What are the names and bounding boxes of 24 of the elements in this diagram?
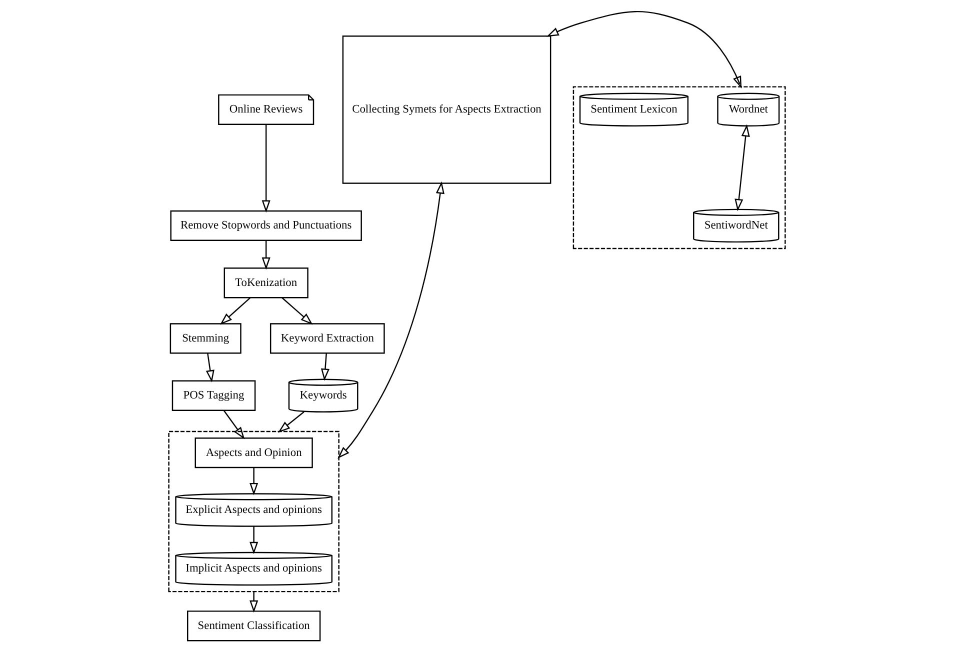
node-box: POS Tagging xyxy=(172,380,256,411)
node-box: Aspects and Opinion xyxy=(194,437,313,468)
arrow xyxy=(262,240,270,270)
arrow xyxy=(250,468,258,496)
cluster xyxy=(572,86,786,250)
cluster xyxy=(168,430,340,592)
node-box: Remove Stopwords and Punctuations xyxy=(170,210,362,242)
arrow xyxy=(250,592,258,613)
arrow xyxy=(220,297,251,325)
arrow xyxy=(223,410,245,440)
node-box: Collecting Symets for Aspects Extraction xyxy=(342,35,552,184)
arrow xyxy=(734,124,750,212)
arrow xyxy=(250,526,258,554)
arrow xyxy=(206,353,214,382)
arrow xyxy=(320,353,330,381)
node-box: ToKenization xyxy=(224,268,308,298)
arrow xyxy=(338,181,444,459)
arrow xyxy=(278,411,304,433)
node-box: Stemming xyxy=(170,323,242,354)
arrow xyxy=(262,124,270,213)
node-box: Sentiment Classification xyxy=(187,610,321,642)
node-box: Keyword Extraction xyxy=(270,323,385,354)
arrow xyxy=(546,11,742,89)
arrow xyxy=(282,297,313,325)
